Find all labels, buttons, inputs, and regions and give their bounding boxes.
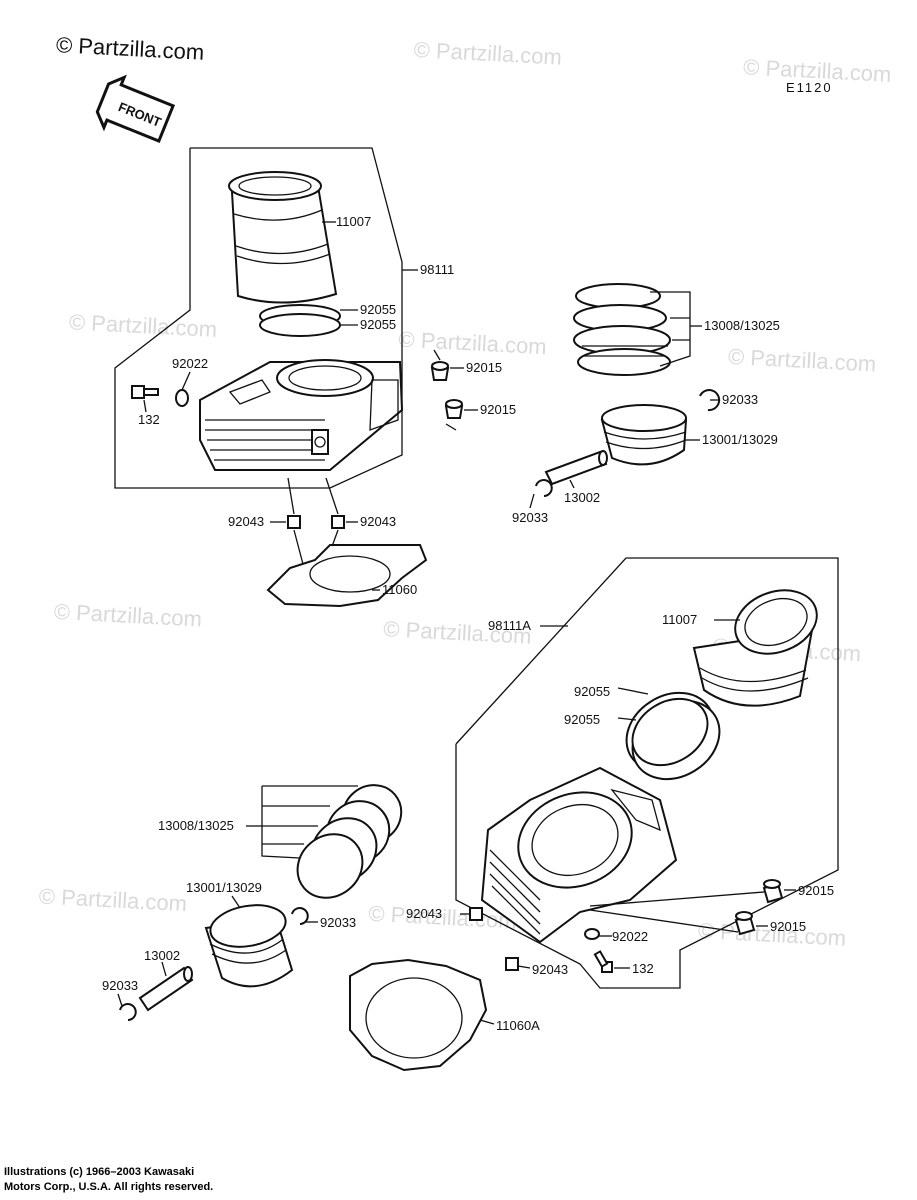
piston-pin <box>138 966 194 1012</box>
o-rings <box>625 691 721 781</box>
callout-label: 13001/13029 <box>702 432 778 447</box>
piston-rings <box>296 784 403 899</box>
cylinder-liner <box>692 589 818 707</box>
cylinder-block <box>480 766 678 944</box>
callout-label: 92033 <box>320 915 356 930</box>
watermark: © Partzilla.com <box>727 344 876 377</box>
circlip-icon <box>291 907 309 925</box>
washer-icon <box>175 389 189 407</box>
callout-label: 92015 <box>466 360 502 375</box>
callout-label: 92022 <box>172 356 208 371</box>
callout-label: 13008/13025 <box>704 318 780 333</box>
callout-label: 98111 <box>420 262 454 277</box>
callout-label: 92055 <box>360 302 396 317</box>
circlip-icon <box>119 1003 137 1021</box>
watermark: © Partzilla.com <box>53 599 202 632</box>
watermark: © Partzilla.com <box>413 37 562 70</box>
piston <box>204 904 294 988</box>
circlip-icon <box>535 479 553 497</box>
callout-label: 11007 <box>336 214 371 229</box>
callout-label: 92033 <box>512 510 548 525</box>
dowel-pin <box>287 515 301 529</box>
callout-label: 92043 <box>228 514 264 529</box>
copyright-notice: Illustrations (c) 1966–2003 Kawasaki Mot… <box>4 1165 213 1195</box>
washer-icon <box>584 928 600 940</box>
cap-nut-icon <box>734 911 756 936</box>
piston <box>600 404 688 466</box>
watermark: © Partzilla.com <box>38 883 187 916</box>
callout-label: 11060 <box>382 582 417 597</box>
callout-label: 98111A <box>488 618 531 633</box>
callout-label: 92015 <box>798 883 834 898</box>
callout-label: 132 <box>632 961 654 976</box>
callout-label: 13008/13025 <box>158 818 234 833</box>
callout-label: 13002 <box>564 490 600 505</box>
diagram-code: E1120 <box>786 80 833 95</box>
front-arrow-icon: FRONT <box>95 74 176 144</box>
cylinder-gasket <box>266 544 428 608</box>
assembly-outline-bottom <box>455 557 839 989</box>
watermark: © Partzilla.com <box>68 309 217 342</box>
callout-label: 92055 <box>574 684 610 699</box>
piston-rings <box>573 283 671 376</box>
callout-label: 92043 <box>406 906 442 921</box>
callout-label: 92043 <box>360 514 396 529</box>
dowel-pin <box>331 515 345 529</box>
callout-label: 132 <box>138 412 160 427</box>
dowel-pin <box>505 957 519 971</box>
dowel-pin <box>469 907 483 921</box>
cylinder-block <box>199 359 404 471</box>
callout-label: 92015 <box>480 402 516 417</box>
cap-nut-icon <box>430 361 450 381</box>
callout-label: 13001/13029 <box>186 880 262 895</box>
callout-label: 11060A <box>496 1018 540 1033</box>
cap-nut-icon <box>444 399 464 419</box>
copyright-line: Motors Corp., U.S.A. All rights reserved… <box>4 1181 214 1193</box>
bolt-icon <box>131 385 159 399</box>
callout-label: 92043 <box>532 962 568 977</box>
circlip-icon <box>699 389 721 412</box>
watermarks: © Partzilla.com © Partzilla.com © Partzi… <box>38 37 892 951</box>
copyright-line: Illustrations (c) 1966–2003 Kawasaki <box>4 1166 195 1178</box>
callout-label: 11007 <box>662 612 697 627</box>
callout-label: 92022 <box>612 929 648 944</box>
cylinder-gasket <box>349 958 488 1072</box>
piston-pin <box>544 450 608 486</box>
cylinder-liner <box>228 171 338 304</box>
callout-label: 92033 <box>102 978 138 993</box>
cap-nut-icon <box>762 879 784 904</box>
callout-label: 92033 <box>722 392 758 407</box>
watermark: © Partzilla.com <box>398 327 547 360</box>
callout-label: 92015 <box>770 919 806 934</box>
bolt-icon <box>593 950 613 973</box>
callout-label: 92055 <box>564 712 600 727</box>
callout-label: 92055 <box>360 317 396 332</box>
callout-label: 13002 <box>144 948 180 963</box>
o-rings <box>259 304 341 337</box>
